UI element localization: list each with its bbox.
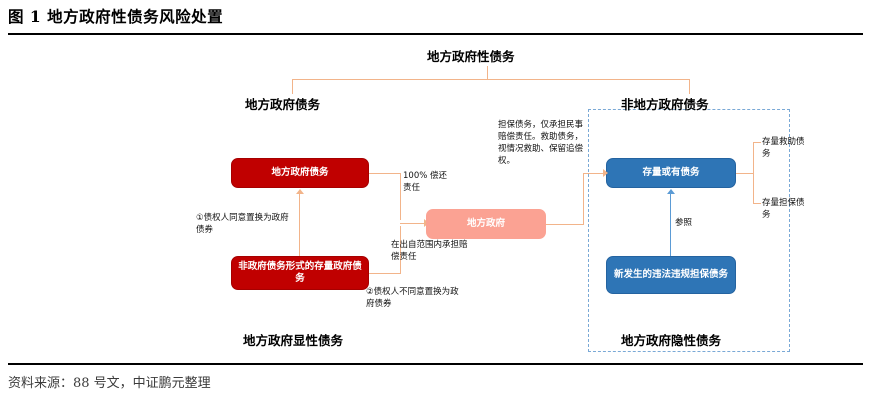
box-new-illegal-guarantee-debt[interactable]: 新发生的违法违规担保债务 <box>606 256 736 294</box>
note-within-contribution: 在出自范围内承担赔偿责任 <box>391 240 468 262</box>
box-stock-gov-debt-nonbond[interactable]: 非政府债务形式的存量政府债务 <box>231 256 369 290</box>
source-note: 资料来源：88 号文，中证鹏元整理 <box>8 376 211 391</box>
gov-inbound-line <box>400 223 425 225</box>
box1-right-lead <box>369 173 401 175</box>
contingent-inbound-line <box>583 173 606 175</box>
contingent-brace-v <box>753 142 755 204</box>
implicit-debt-dashed-region <box>588 109 790 352</box>
root-split-bar <box>292 79 690 81</box>
gov-to-contingent-v <box>583 173 585 224</box>
note-guarantee-explain: 担保债务，仅承担民事赔偿责任。救助债务，视情况救助、保留追偿权。 <box>498 120 584 166</box>
right-branch-drop <box>689 79 691 94</box>
bottom-label-implicit: 地方政府隐性债务 <box>621 333 722 348</box>
box1-down-to-gov <box>400 173 402 220</box>
diagram-canvas: 地方政府性债务 地方政府债务 非地方政府债务 地方政府债务 非政府债务形式的存量… <box>0 34 871 362</box>
red-connector-arrow-up <box>296 189 304 194</box>
source-divider <box>8 363 863 365</box>
figure-title-bar: 图 1 地方政府性债务风险处置 <box>8 6 863 34</box>
label-stock-rescue-debt: 存量救助债务 <box>762 137 805 159</box>
bottom-label-explicit: 地方政府显性债务 <box>243 333 344 348</box>
red-boxes-connector <box>299 194 301 256</box>
box-local-gov-debt[interactable]: 地方政府债务 <box>231 158 369 188</box>
branch-right-label: 非地方政府债务 <box>621 97 709 112</box>
contingent-right-lead <box>736 173 754 175</box>
root-label: 地方政府性债务 <box>427 49 515 64</box>
note-creditor-disagree: ②债权人不同意置换为政府债券 <box>366 287 459 309</box>
root-stem <box>487 66 489 80</box>
contingent-inbound-arrow <box>603 169 608 177</box>
brace-top-arm <box>753 142 761 144</box>
box2-right-lead <box>369 273 401 275</box>
branch-left-label: 地方政府债务 <box>245 97 321 112</box>
blue-boxes-connector <box>670 194 672 256</box>
box-stock-contingent-debt[interactable]: 存量或有债务 <box>606 158 736 188</box>
left-branch-drop <box>292 79 294 94</box>
note-repay-100: 100% 偿还责任 <box>403 171 448 193</box>
note-refer-to: 参照 <box>675 218 693 228</box>
gov-to-contingent-h <box>546 224 584 226</box>
box2-up-to-gov <box>400 226 402 273</box>
box-local-government[interactable]: 地方政府 <box>426 209 546 239</box>
label-stock-guarantee-debt: 存量担保债务 <box>762 198 805 220</box>
brace-bottom-arm <box>753 203 761 205</box>
note-creditor-agree: ①债权人同意置换为政府债券 <box>196 213 289 235</box>
blue-connector-arrow-up <box>667 189 675 194</box>
title-divider <box>8 33 863 35</box>
page-title: 图 1 地方政府性债务风险处置 <box>8 7 224 26</box>
